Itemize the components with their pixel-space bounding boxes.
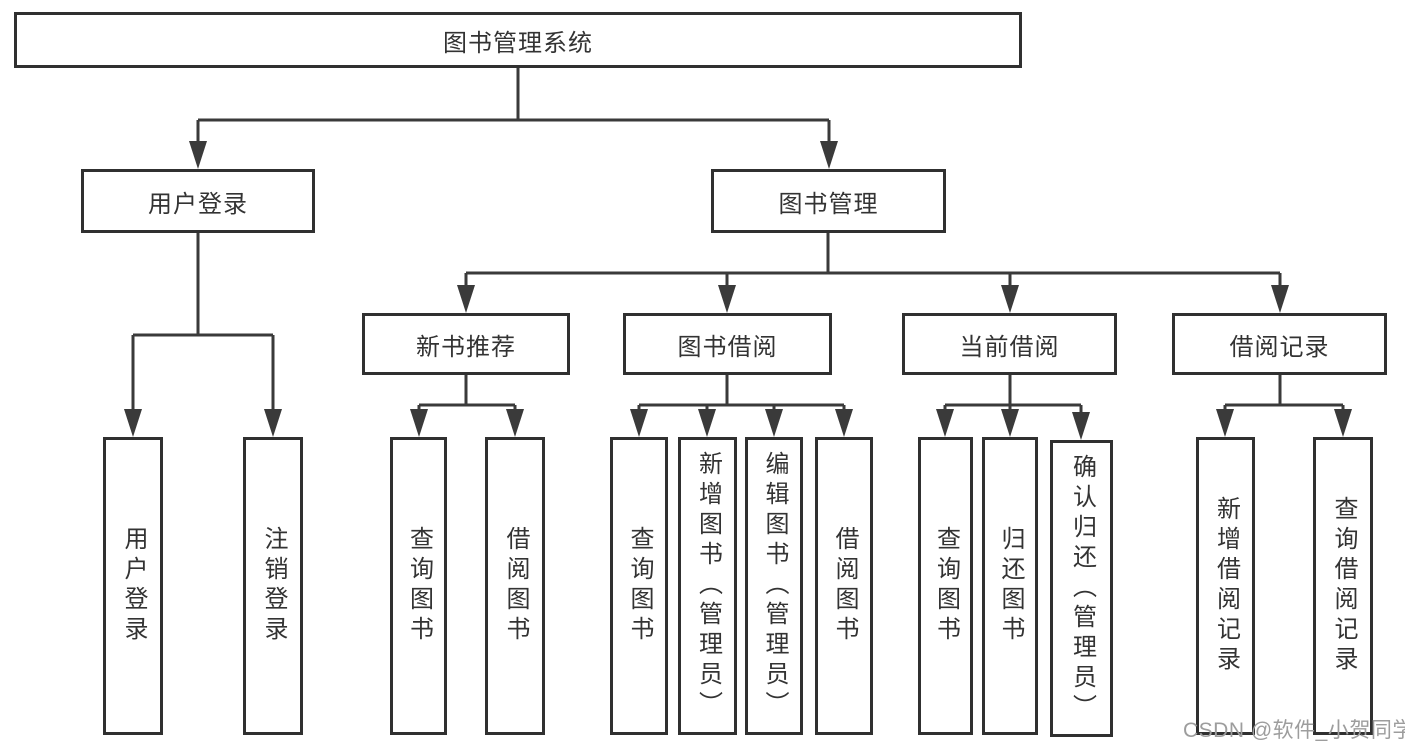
watermark: CSDN @软件_小贺同学 — [1183, 719, 1405, 742]
arrowhead — [1001, 409, 1019, 437]
arrowhead — [124, 409, 142, 437]
leaf-search-books-2: 查询图书 — [610, 437, 668, 735]
connector-paths — [131, 68, 1345, 418]
node-borrow-records: 借阅记录 — [1172, 313, 1387, 375]
node-new-book-recommend: 新书推荐 — [362, 313, 570, 375]
arrowhead — [1216, 409, 1234, 437]
node-current-borrowing: 当前借阅 — [902, 313, 1117, 375]
leaf-search-books-1: 查询图书 — [390, 437, 447, 735]
connector-new-book-recommend — [417, 375, 517, 415]
arrowhead — [506, 409, 524, 437]
arrowhead — [1072, 412, 1090, 440]
leaf-edit-book-admin: 编辑图书（管理员） — [745, 437, 803, 735]
arrowhead — [765, 409, 783, 437]
connector-user-login — [131, 233, 275, 413]
arrowhead — [457, 285, 475, 313]
node-book-management: 图书管理 — [711, 169, 946, 233]
leaf-user-login: 用户登录 — [103, 437, 163, 735]
leaf-borrow-books-1: 借阅图书 — [485, 437, 545, 735]
connector-book-borrowing — [637, 375, 846, 415]
leaf-search-borrow-record: 查询借阅记录 — [1313, 437, 1373, 735]
node-library-system: 图书管理系统 — [14, 12, 1022, 68]
leaf-add-borrow-record: 新增借阅记录 — [1196, 437, 1255, 735]
leaf-add-book-admin: 新增图书（管理员） — [678, 437, 737, 735]
leaf-search-books-3: 查询图书 — [918, 437, 973, 735]
arrowhead — [835, 409, 853, 437]
arrowhead — [630, 409, 648, 437]
arrowhead — [698, 409, 716, 437]
leaf-confirm-return-admin: 确认归还（管理员） — [1050, 440, 1113, 737]
connector-book-management — [464, 233, 1282, 289]
leaf-logout: 注销登录 — [243, 437, 303, 735]
arrowhead — [718, 285, 736, 313]
arrowhead — [410, 409, 428, 437]
arrowhead — [264, 409, 282, 437]
leaf-borrow-books-2: 借阅图书 — [815, 437, 873, 735]
connector-borrow-records — [1223, 375, 1345, 415]
node-user-login: 用户登录 — [81, 169, 315, 233]
arrowhead — [1334, 409, 1352, 437]
connector-root — [196, 68, 831, 143]
arrowhead — [1271, 285, 1289, 313]
leaf-return-book: 归还图书 — [982, 437, 1038, 735]
arrowhead — [1001, 285, 1019, 313]
arrowhead — [936, 409, 954, 437]
arrowhead — [820, 141, 838, 169]
arrowhead — [189, 141, 207, 169]
arrowheads — [124, 141, 1352, 440]
node-book-borrowing: 图书借阅 — [623, 313, 832, 375]
